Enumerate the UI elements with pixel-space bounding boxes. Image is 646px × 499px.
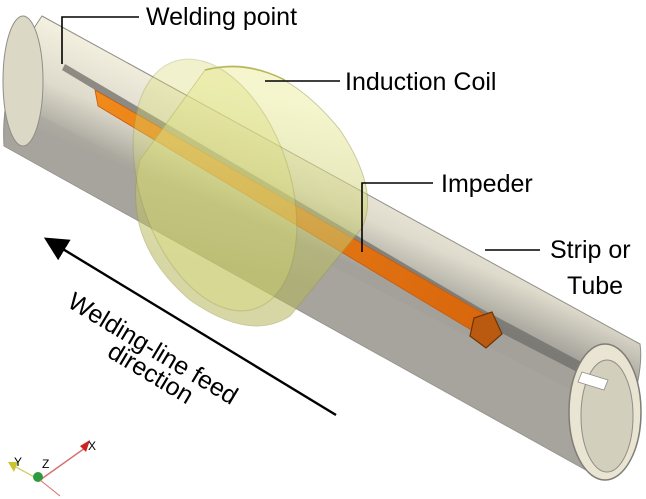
tube-front-end bbox=[568, 343, 642, 481]
impeder-end bbox=[469, 311, 503, 349]
axis-x-cone bbox=[80, 440, 90, 452]
coil-front-edge bbox=[132, 58, 298, 312]
axis-z-label: Z bbox=[42, 457, 49, 471]
feed-direction-arrow bbox=[43, 237, 337, 417]
orientation-axes: X Y Z bbox=[8, 439, 96, 497]
leader-welding-point bbox=[61, 16, 139, 64]
coil-body bbox=[135, 65, 369, 327]
tube-front-inner bbox=[580, 359, 634, 473]
axis-origin-line bbox=[39, 479, 61, 497]
label-strip-line1: Strip or bbox=[550, 236, 631, 264]
label-strip-line2: Tube bbox=[567, 272, 623, 300]
tube-back-end bbox=[2, 15, 44, 147]
axis-y-label: Y bbox=[14, 455, 22, 469]
axis-x-label: X bbox=[88, 439, 96, 453]
label-impeder: Impeder bbox=[441, 170, 533, 198]
coil-top-edge bbox=[204, 65, 286, 81]
label-welding-point: Welding point bbox=[146, 3, 297, 31]
label-induction-coil: Induction Coil bbox=[345, 68, 496, 96]
axis-x-line bbox=[39, 447, 86, 481]
tube-front-slot bbox=[577, 371, 609, 391]
axis-z-marker bbox=[33, 472, 43, 482]
induction-coil bbox=[132, 58, 369, 327]
leader-lines bbox=[61, 16, 540, 252]
axis-y-cone bbox=[8, 462, 18, 472]
leader-impeder bbox=[361, 182, 433, 252]
